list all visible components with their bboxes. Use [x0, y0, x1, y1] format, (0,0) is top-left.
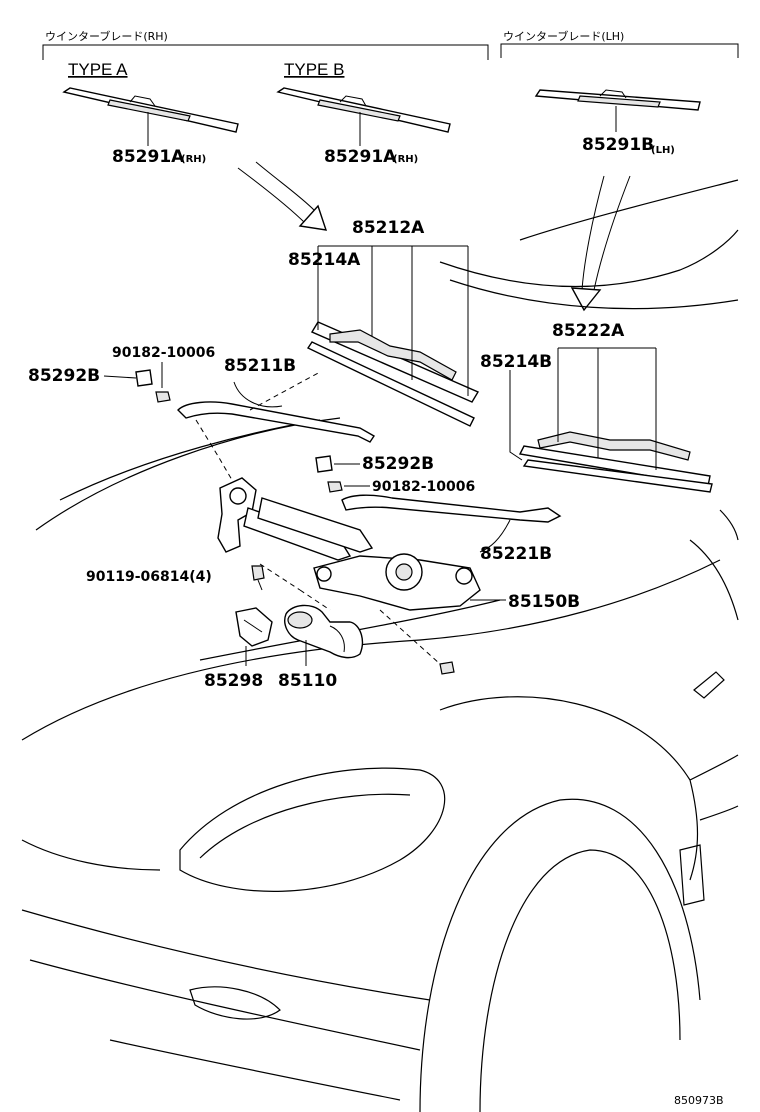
nut-90182-1	[155, 391, 171, 403]
wiper-blade-lh	[518, 431, 713, 493]
winter-blade-type-a	[62, 87, 239, 133]
leader-85221b	[479, 519, 511, 553]
lh-header-label: ウインターブレード(LH)	[503, 29, 624, 43]
part-85212a: 85212A	[352, 218, 425, 238]
arrow-lh-blade	[570, 175, 631, 312]
leader-85211b	[233, 381, 283, 408]
part-85292b-2: 85292B	[362, 454, 434, 474]
part-85214a: 85214A	[288, 250, 361, 270]
part-85291a-type-b-suffix: (RH)	[393, 154, 418, 165]
part-85211b: 85211B	[224, 356, 296, 376]
car-body-outline	[21, 179, 739, 1112]
part-85291a-type-a: 85291A	[112, 147, 185, 167]
part-85221b: 85221B	[480, 544, 552, 564]
part-85292b-1: 85292B	[28, 366, 100, 386]
part-85291b-suffix: (LH)	[651, 145, 675, 156]
wiper-blade-rh	[306, 321, 480, 427]
lh-header-bracket	[500, 43, 739, 58]
wiper-arm-lh	[341, 494, 562, 523]
cap-85292b-1	[135, 369, 153, 387]
bolt-90119	[251, 565, 265, 591]
part-85291a-type-b: 85291A	[324, 147, 397, 167]
type-b-label: TYPE B	[284, 60, 344, 79]
part-85291b: 85291B	[582, 135, 654, 155]
part-85298: 85298	[204, 671, 263, 691]
part-85222a: 85222A	[552, 321, 625, 341]
part-85150b: 85150B	[508, 592, 580, 612]
part-90119: 90119-06814(4)	[86, 569, 212, 585]
part-85214b: 85214B	[480, 352, 552, 372]
wiper-link-assembly	[217, 477, 481, 665]
wiper-arm-rh	[177, 371, 375, 481]
winter-blade-type-b	[276, 87, 451, 133]
part-90182-2: 90182-10006	[372, 479, 475, 495]
arrow-rh-blade	[237, 161, 328, 231]
nut-90182-2	[327, 481, 343, 493]
leader-85292b-1	[103, 375, 137, 379]
type-a-label: TYPE A	[68, 60, 128, 79]
part-90182-1: 90182-10006	[112, 345, 215, 361]
rh-header-label: ウインターブレード(RH)	[45, 29, 168, 43]
winter-blade-lh	[534, 89, 701, 111]
leaders-85212a	[317, 245, 469, 396]
figure-code: 850973B	[674, 1094, 724, 1107]
cap-85292b-2	[315, 455, 333, 473]
part-85291a-type-a-suffix: (RH)	[181, 154, 206, 165]
bolt-lower	[439, 661, 455, 675]
leaders-85222a	[509, 347, 657, 470]
bracket-85298	[235, 607, 273, 647]
part-85110: 85110	[278, 671, 337, 691]
rh-header-bracket	[42, 44, 489, 60]
wiper-motor-85110	[284, 604, 364, 659]
